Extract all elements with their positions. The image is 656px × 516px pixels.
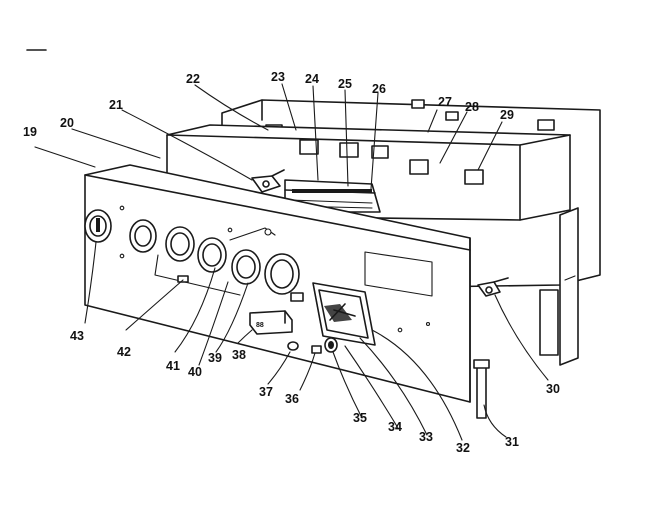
part-37-lamp [287,341,299,351]
callout-31: 31 [505,435,519,449]
callout-19: 19 [23,125,37,139]
knob-39 [231,249,261,285]
hinge-bracket-30 [477,277,509,297]
push-button-switch: 88 [249,310,293,335]
callout-23: 23 [271,70,285,84]
switch-marking: 88 [256,322,264,329]
callout-32: 32 [456,441,470,455]
callout-40: 40 [188,365,202,379]
callout-20: 20 [60,116,74,130]
callout-36: 36 [285,392,299,406]
callout-27: 27 [438,95,452,109]
callout-25: 25 [338,77,352,91]
callout-33: 33 [419,430,433,444]
knob-40 [197,237,227,273]
part-35-knob [324,337,338,353]
knob-large [264,253,300,295]
callout-37: 37 [259,385,273,399]
part-36-socket [311,345,322,354]
end-cap-31 [473,359,490,419]
callout-39: 39 [208,351,222,365]
callout-41: 41 [166,359,180,373]
callout-35: 35 [353,411,367,425]
callout-43: 43 [70,329,84,343]
callout-22: 22 [186,72,200,86]
callout-34: 34 [388,420,402,434]
callout-21: 21 [109,98,123,112]
clock-timer [312,282,376,346]
callout-24: 24 [305,72,319,86]
callout-42: 42 [117,345,131,359]
callout-26: 26 [372,82,386,96]
wiring-harness [154,227,276,296]
callout-29: 29 [500,108,514,122]
callout-38: 38 [232,348,246,362]
callout-30: 30 [546,382,560,396]
callout-28: 28 [465,100,479,114]
leader-lines [34,83,549,441]
callout-numbers: 19 20 21 22 23 24 25 26 27 28 29 30 31 3… [23,70,560,455]
knob-43 [84,209,112,243]
hinge-bracket-21 [251,169,285,193]
knob-42 [129,219,157,253]
knob-41 [165,226,195,262]
